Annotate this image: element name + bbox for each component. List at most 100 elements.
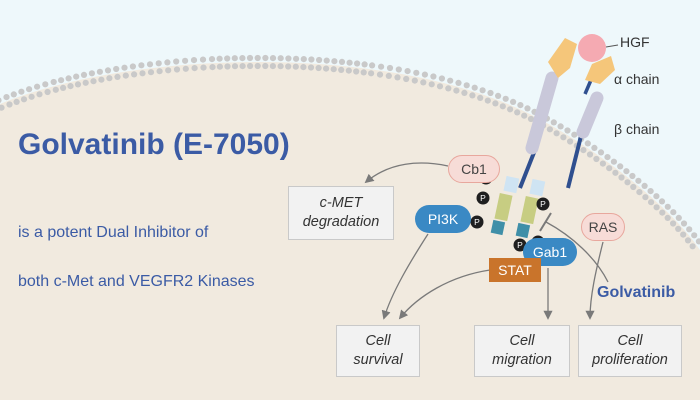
svg-text:P: P <box>480 193 486 203</box>
membrane-bead <box>90 78 97 85</box>
outcome-cell-proliferation: Cell proliferation <box>578 325 682 377</box>
membrane-bead <box>262 54 269 62</box>
membrane-bead <box>604 154 611 161</box>
outcome-cell-survival: Cell survival <box>336 325 420 377</box>
svg-text:P: P <box>474 217 480 227</box>
phospho-mark: P <box>536 197 550 211</box>
membrane-bead <box>254 54 261 62</box>
membrane-bead <box>484 97 491 104</box>
membrane-bead <box>42 81 49 88</box>
membrane-bead <box>487 89 494 97</box>
beta-chain-label: β chain <box>614 121 660 137</box>
membrane-bead <box>553 130 560 137</box>
membrane-bead <box>606 165 613 172</box>
page-title: Golvatinib (E-7050) <box>18 128 290 161</box>
membrane-bead <box>50 78 57 86</box>
membrane-bead <box>0 97 2 104</box>
membrane-bead <box>231 63 239 70</box>
membrane-bead <box>155 60 162 67</box>
membrane-bead <box>560 134 567 141</box>
membrane-bead <box>564 127 571 134</box>
membrane-bead <box>368 70 375 77</box>
membrane-bead <box>584 140 591 147</box>
golvatinib-label: Golvatinib <box>597 284 676 301</box>
membrane-bead <box>346 59 353 66</box>
pi3k-node: PI3K <box>415 205 471 233</box>
membrane-bead <box>571 131 578 138</box>
membrane-bead <box>104 67 112 74</box>
membrane-bead <box>34 83 41 90</box>
membrane-bead <box>224 55 231 62</box>
membrane-bead <box>121 64 128 71</box>
membrane-bead <box>114 73 121 80</box>
membrane-bead <box>612 169 619 176</box>
membrane-bead <box>277 55 284 62</box>
membrane-bead <box>597 149 605 156</box>
membrane-bead <box>246 54 254 62</box>
membrane-bead <box>403 75 410 83</box>
arrow-ras-to-proliferation <box>585 241 604 320</box>
subtitle-line-1: is a potent Dual Inhibitor of <box>18 224 209 241</box>
hgf-leader-line <box>605 44 619 48</box>
membrane-bead <box>557 123 564 130</box>
membrane-bead <box>445 85 452 92</box>
kinase-domains <box>490 175 546 239</box>
membrane-bead <box>330 66 337 73</box>
membrane-bead <box>224 63 231 70</box>
membrane-bead <box>453 87 460 94</box>
membrane-bead <box>44 88 51 96</box>
membrane-bead <box>254 62 261 70</box>
membrane-bead <box>629 172 636 180</box>
membrane-bead <box>96 68 103 75</box>
membrane-bead <box>106 75 113 82</box>
membrane-bead <box>430 73 437 80</box>
membrane-bead <box>269 55 277 62</box>
membrane-bead <box>331 58 338 65</box>
arrow-pi3k-to-survival <box>381 233 429 320</box>
membrane-bead <box>262 62 269 70</box>
membrane-bead <box>65 75 72 82</box>
membrane-bead <box>138 62 145 69</box>
membrane-bead <box>499 103 506 110</box>
membrane-bead <box>664 214 671 221</box>
membrane-bead <box>411 77 418 84</box>
membrane-bead <box>285 63 292 70</box>
membrane-bead <box>521 112 528 119</box>
membrane-bead <box>509 98 517 105</box>
outcome-cmet-degradation: c-MET degradation <box>288 186 394 240</box>
membrane-bead <box>113 65 120 73</box>
membrane-bead <box>369 62 376 69</box>
membrane-bead <box>131 71 138 78</box>
membrane-bead <box>635 177 642 184</box>
membrane-bead <box>624 179 631 186</box>
membrane-bead <box>88 70 95 77</box>
membrane-bead <box>394 74 401 81</box>
membrane-bead <box>80 71 88 78</box>
membrane-bead <box>675 225 682 232</box>
membrane-bead <box>6 101 13 108</box>
membrane-bead <box>58 77 65 84</box>
membrane-bead <box>689 243 696 250</box>
membrane-bead <box>591 144 598 151</box>
golvatinib-inhibition-line <box>545 221 609 283</box>
membrane-bead <box>546 126 554 133</box>
alpha-chain-label: α chain <box>614 71 660 87</box>
membrane-bead <box>247 62 254 70</box>
receptor-beta-chain <box>518 71 604 189</box>
membrane-bead <box>26 86 33 93</box>
membrane-bead <box>300 64 307 71</box>
subtitle-line-2: both c-Met and VEGFR2 Kinases <box>18 273 255 290</box>
membrane-bead <box>239 55 246 62</box>
cell-membrane <box>0 54 700 250</box>
membrane-bead <box>200 64 207 71</box>
membrane-bead <box>164 59 171 66</box>
membrane-bead <box>599 160 607 167</box>
membrane-bead <box>293 55 300 62</box>
membrane-bead <box>353 68 360 75</box>
membrane-bead <box>647 188 654 195</box>
membrane-bead <box>10 91 17 98</box>
membrane-bead <box>567 138 574 145</box>
membrane-bead <box>323 57 330 64</box>
membrane-bead <box>623 168 630 175</box>
